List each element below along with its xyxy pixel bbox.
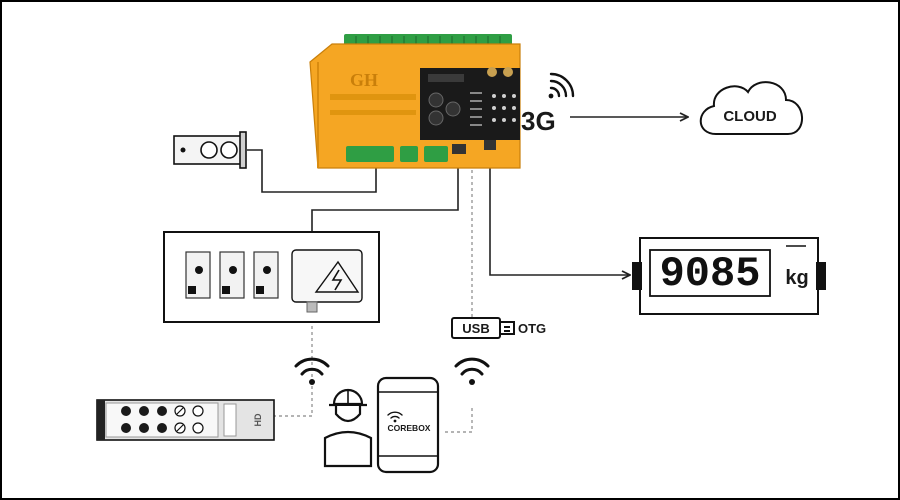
ethernet-port-icon — [452, 144, 466, 154]
remote-control-device: HD — [96, 399, 275, 441]
connection-lines — [247, 117, 688, 275]
cloud-label: CLOUD — [723, 108, 776, 125]
cloud-icon — [699, 81, 803, 135]
bottom-terminal-block — [346, 146, 394, 162]
antenna-connector-icon — [503, 67, 513, 77]
connection-type-label: 3G — [521, 106, 556, 136]
smartphone-icon — [376, 376, 440, 474]
bottom-terminal-block — [400, 146, 418, 162]
power-box-icon — [291, 249, 363, 313]
wifi-icon — [294, 357, 330, 385]
remote-brand: HD — [253, 413, 263, 426]
load-cell-icon — [173, 131, 247, 169]
load-cell-cable — [247, 149, 377, 193]
usb-otg-icon — [451, 317, 515, 339]
breaker-icon — [185, 251, 279, 299]
signal-icon — [548, 72, 575, 99]
junction-box-cabinet — [163, 231, 380, 323]
remote-wireless-link — [274, 296, 313, 417]
antenna-connector-icon — [487, 67, 497, 77]
phone-wireless-link — [442, 408, 473, 433]
junction-box-cable — [311, 152, 459, 232]
bottom-terminal-block — [424, 146, 448, 162]
app-label: COREBOX — [388, 423, 431, 433]
weight-unit: kg — [785, 267, 808, 289]
worker-icon — [323, 388, 373, 468]
wifi-icon — [454, 357, 490, 385]
usb-port-icon — [484, 140, 496, 150]
wireless-links — [274, 152, 473, 433]
otg-label: OTG — [518, 321, 546, 336]
weight-readout: 9085 — [660, 250, 761, 298]
gateway-device: GH — [309, 34, 521, 169]
usb-label: USB — [462, 321, 489, 336]
display-cable — [489, 145, 630, 275]
panel-button-icon — [445, 101, 461, 117]
weight-display — [632, 237, 826, 315]
panel-button-icon — [428, 110, 444, 126]
panel-button-icon — [428, 92, 444, 108]
device-logo: GH — [350, 70, 378, 90]
